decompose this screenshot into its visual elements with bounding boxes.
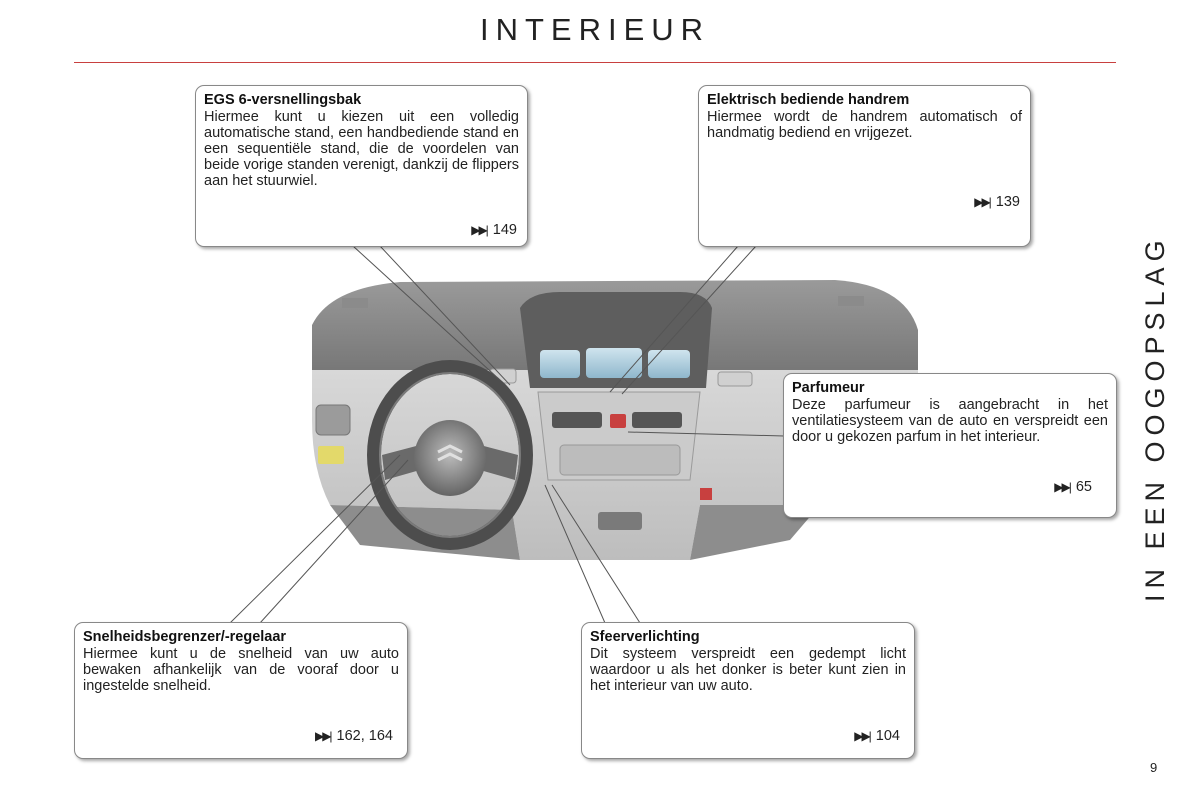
title-divider bbox=[74, 62, 1116, 63]
callout-text: Hiermee kunt u de snelheid van uw auto b… bbox=[83, 646, 399, 694]
callout-title: Elektrisch bediende handrem bbox=[707, 92, 910, 108]
page-reference-number: 65 bbox=[1075, 479, 1092, 495]
callout-text: Hiermee wordt de handrem automatisch of … bbox=[707, 109, 1022, 141]
callout-text: Deze parfumeur is aangebracht in het ven… bbox=[792, 397, 1108, 445]
parfumeur-callout: Parfumeur Deze parfumeur is aangebracht … bbox=[783, 373, 1117, 518]
page-number: 9 bbox=[1150, 760, 1158, 775]
page-reference: ▶▶|104 bbox=[854, 728, 900, 744]
callout-text: Hiermee kunt u kiezen uit een volledig a… bbox=[204, 109, 519, 189]
callout-text: Dit systeem verspreidt een gedempt licht… bbox=[590, 646, 906, 694]
ambient-lighting-callout: Sfeerverlichting Dit systeem verspreidt … bbox=[581, 622, 915, 759]
callout-leader-lines bbox=[229, 245, 785, 624]
page-reference: ▶▶|139 bbox=[974, 194, 1020, 210]
page-reference: ▶▶|162, 164 bbox=[315, 728, 393, 744]
steering-wheel bbox=[367, 360, 533, 550]
page-reference-arrow-icon: ▶▶| bbox=[314, 729, 333, 743]
callout-title: Parfumeur bbox=[792, 380, 865, 396]
page-reference-arrow-icon: ▶▶| bbox=[854, 729, 872, 743]
page-reference: ▶▶|149 bbox=[471, 222, 517, 238]
egs-gearbox-callout: EGS 6-versnellingsbak Hiermee kunt u kie… bbox=[195, 85, 528, 247]
page-title: INTERIEUR bbox=[479, 12, 711, 47]
electric-handbrake-callout: Elektrisch bediende handrem Hiermee word… bbox=[698, 85, 1031, 247]
page-reference-number: 104 bbox=[875, 728, 900, 744]
page-reference-number: 162, 164 bbox=[336, 728, 393, 744]
page-reference-arrow-icon: ▶▶| bbox=[471, 223, 489, 237]
speed-limiter-callout: Snelheidsbegrenzer/-regelaar Hiermee kun… bbox=[74, 622, 408, 759]
page-reference-number: 149 bbox=[492, 222, 517, 238]
callout-title: Snelheidsbegrenzer/-regelaar bbox=[83, 629, 287, 645]
page-reference: ▶▶|65 bbox=[1054, 479, 1092, 495]
callout-title: Sfeerverlichting bbox=[590, 629, 700, 645]
page-reference-number: 139 bbox=[995, 194, 1020, 210]
callout-title: EGS 6-versnellingsbak bbox=[204, 92, 362, 108]
page-reference-arrow-icon: ▶▶| bbox=[974, 195, 992, 209]
dashboard-shape bbox=[312, 280, 918, 560]
page-reference-arrow-icon: ▶▶| bbox=[1054, 480, 1072, 494]
